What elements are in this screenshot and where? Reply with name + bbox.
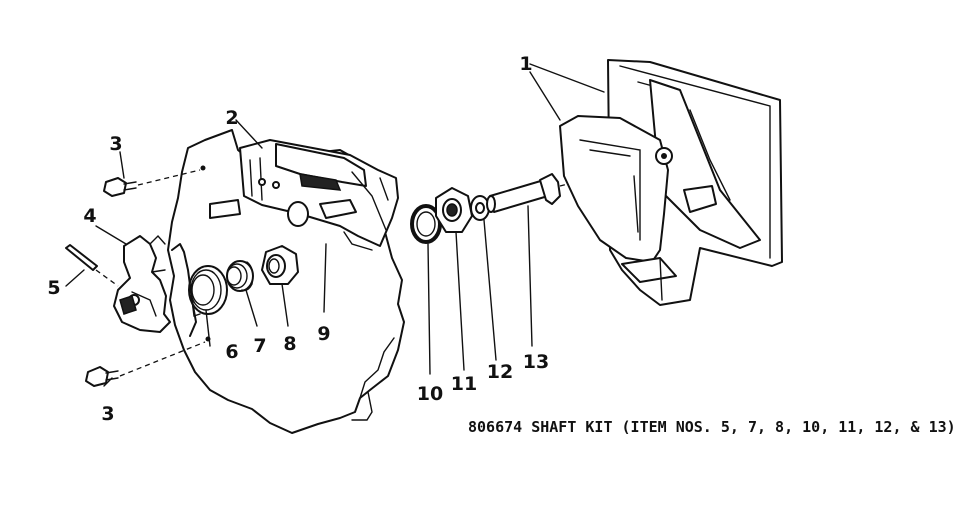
- torsion-spring: [171, 243, 228, 337]
- pin: [65, 244, 119, 287]
- leader-lines: [65, 63, 605, 387]
- screw-bottom: [85, 341, 206, 387]
- callouts: 1 2 3 4 5 6 7 8 9 10 11 12 13 3: [47, 53, 549, 425]
- switch-bracket: [209, 139, 399, 251]
- callout-10: 10: [417, 383, 443, 405]
- callout-9: 9: [317, 323, 330, 345]
- callout-5: 5: [47, 277, 60, 299]
- latch-lever: [113, 234, 171, 333]
- bushing: [435, 187, 473, 233]
- callout-1: 1: [519, 53, 532, 75]
- shaft-kit-caption: 806674 SHAFT KIT (ITEM NOS. 5, 7, 8, 10,…: [468, 418, 956, 436]
- hex-nut: [261, 245, 299, 285]
- coil-spring: [226, 260, 254, 292]
- callout-3-top: 3: [109, 133, 122, 155]
- callout-2: 2: [225, 107, 238, 129]
- callout-7: 7: [253, 335, 266, 357]
- callout-3-bottom: 3: [101, 403, 114, 425]
- callout-11: 11: [451, 373, 477, 395]
- callout-6: 6: [225, 341, 238, 363]
- flat-washer: [470, 195, 490, 221]
- screw-top: [103, 169, 201, 197]
- callout-12: 12: [487, 361, 513, 383]
- callout-4: 4: [83, 205, 96, 227]
- callout-13: 13: [523, 351, 549, 373]
- door-assembly: [559, 59, 783, 306]
- shaft: [486, 171, 616, 213]
- callout-8: 8: [283, 333, 296, 355]
